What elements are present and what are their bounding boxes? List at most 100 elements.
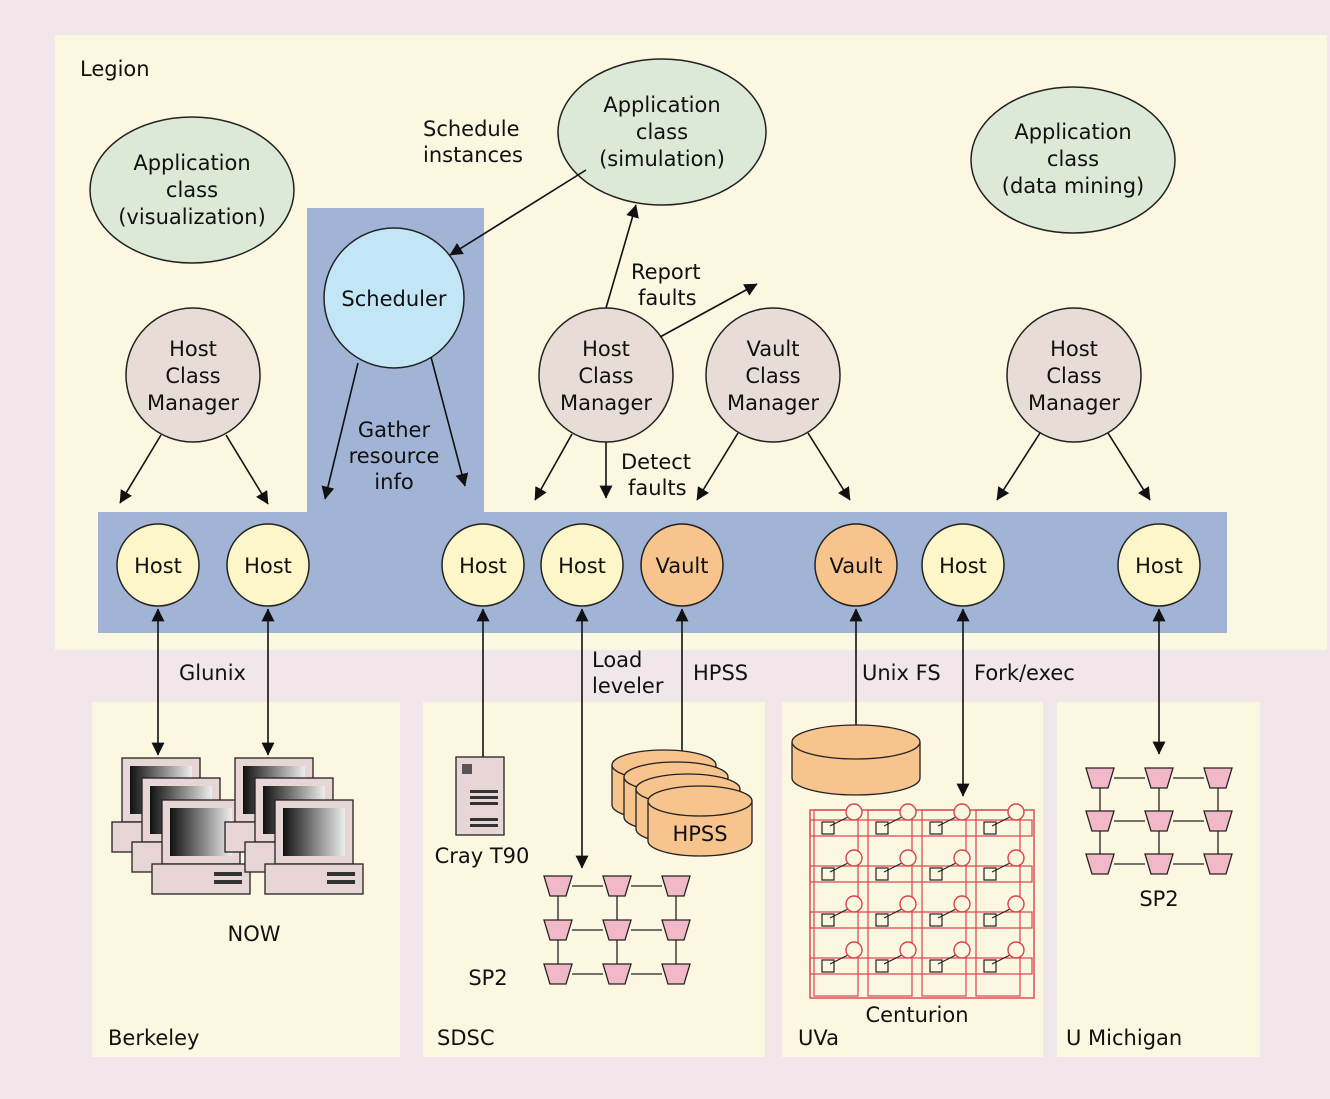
vault-class-manager: Vault Class Manager [705, 307, 841, 443]
centurion-processor [845, 849, 863, 867]
centurion-processor [899, 941, 917, 959]
centurion-link [991, 816, 1011, 827]
resource-label-now: NOW [227, 922, 280, 946]
vault-object-label: Vault [656, 554, 709, 578]
app-sim-line3: (simulation) [599, 147, 725, 171]
hcm-center-line3: Manager [560, 391, 652, 415]
sp2-node [543, 919, 573, 941]
centurion-router [929, 867, 943, 881]
centurion-link [991, 954, 1011, 965]
app-sim-line2: class [636, 120, 688, 144]
centurion-processor [845, 803, 863, 821]
now-workstations [111, 757, 364, 895]
hcm-right-line2: Class [1046, 364, 1101, 388]
link-label-load-line2: leveler [592, 674, 664, 698]
centurion-processor [953, 895, 971, 913]
sp2-node [1085, 853, 1115, 875]
app-sim-line1: Application [603, 93, 720, 117]
link-label-load-line1: Load [592, 648, 642, 672]
centurion-processor [1007, 849, 1025, 867]
annot-gather-line3: info [374, 470, 413, 494]
site-label-sdsc: SDSC [437, 1026, 495, 1050]
centurion-cluster [809, 803, 1035, 999]
app-dm-line2: class [1047, 147, 1099, 171]
host-object-label: Host [459, 554, 507, 578]
hcm-center-line1: Host [582, 337, 630, 361]
centurion-link [883, 908, 903, 919]
edge-report-faults-out [659, 283, 758, 338]
edge-report-faults-up [605, 204, 639, 309]
site-label-umich: U Michigan [1066, 1026, 1182, 1050]
vcm-line1: Vault [747, 337, 800, 361]
sp2-node [1144, 810, 1174, 832]
annot-detect-line2: faults [628, 476, 687, 500]
application-visualization: Application class (visualization) [89, 116, 295, 264]
centurion-link [883, 954, 903, 965]
site-panel-sdsc [423, 702, 765, 1057]
edge-vcm-2 [807, 432, 851, 501]
hcm-right-line1: Host [1050, 337, 1098, 361]
annot-schedule-line1: Schedule [423, 117, 520, 141]
centurion-router [875, 867, 889, 881]
host-object: Host [226, 523, 310, 607]
centurion-processor [899, 849, 917, 867]
resource-label-cray: Cray T90 [435, 844, 530, 868]
edge-hcm-right-1 [996, 432, 1041, 501]
hcm-right-line3: Manager [1028, 391, 1120, 415]
centurion-router [983, 867, 997, 881]
centurion-link [937, 862, 957, 873]
link-label-unixfs: Unix FS [862, 661, 941, 685]
hcm-center-line2: Class [578, 364, 633, 388]
host-object-label: Host [244, 554, 292, 578]
centurion-processor [899, 895, 917, 913]
centurion-processor [899, 803, 917, 821]
centurion-router [983, 913, 997, 927]
link-label-forkexec: Fork/exec [974, 661, 1075, 685]
annot-report-line1: Report [631, 260, 701, 284]
link-label-glunix: Glunix [179, 661, 246, 685]
edge-gather-right [430, 356, 469, 487]
centurion-processor [953, 849, 971, 867]
edge-schedule-instances [449, 169, 587, 256]
edge-hcm-right-2 [1107, 432, 1151, 501]
app-dm-line3: (data mining) [1002, 174, 1144, 198]
hcm-left-line3: Manager [147, 391, 239, 415]
unix-fs-disk [791, 724, 921, 796]
app-vis-line2: class [166, 178, 218, 202]
edge-hcm-left-1 [119, 434, 162, 504]
host-class-manager-right: Host Class Manager [1006, 307, 1142, 443]
host-object: Host [116, 523, 200, 607]
centurion-link [829, 816, 849, 827]
centurion-processor [953, 803, 971, 821]
vault-object: Vault [640, 523, 724, 607]
app-dm-line1: Application [1014, 120, 1131, 144]
centurion-router [821, 821, 835, 835]
host-object-label: Host [939, 554, 987, 578]
sp2-node [543, 875, 573, 897]
resource-label-centurion: Centurion [865, 1003, 968, 1027]
centurion-processor [845, 895, 863, 913]
site-panel-umich [1057, 702, 1260, 1057]
edge-hcm-left-2 [225, 434, 269, 505]
centurion-router [929, 913, 943, 927]
sp2-node [661, 963, 691, 985]
site-label-berkeley: Berkeley [108, 1026, 199, 1050]
host-object: Host [1117, 523, 1201, 607]
centurion-processor [1007, 895, 1025, 913]
sp2-node [602, 875, 632, 897]
sp2-node [1203, 767, 1233, 789]
centurion-link [937, 816, 957, 827]
host-object: Host [540, 523, 624, 607]
vault-object-label: Vault [830, 554, 883, 578]
annot-detect-line1: Detect [621, 450, 691, 474]
sp2-node [1203, 810, 1233, 832]
legion-label: Legion [80, 57, 150, 81]
centurion-link [883, 816, 903, 827]
centurion-router [929, 821, 943, 835]
centurion-link [829, 954, 849, 965]
host-object: Host [921, 523, 1005, 607]
sp2-node [543, 963, 573, 985]
centurion-router [821, 867, 835, 881]
centurion-link [991, 862, 1011, 873]
site-label-uva: UVa [798, 1026, 839, 1050]
